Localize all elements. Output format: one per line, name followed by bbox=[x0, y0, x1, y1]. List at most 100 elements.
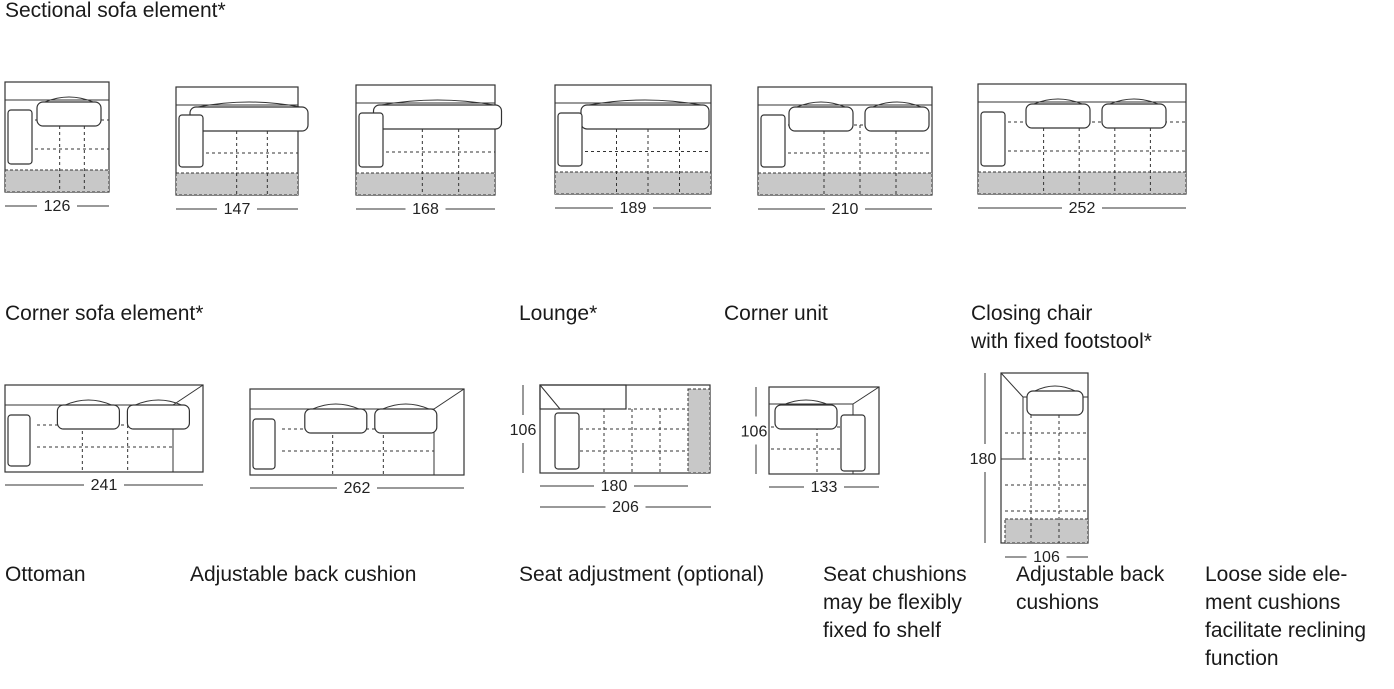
back-cushion bbox=[1101, 103, 1167, 129]
dimension-sectional: 126 bbox=[5, 198, 109, 215]
back-cushion-crease bbox=[65, 399, 112, 406]
dimension-closing-chair-width: 106 bbox=[1005, 549, 1088, 566]
dimension-label: 210 bbox=[832, 201, 859, 218]
back-cushion-crease bbox=[1034, 385, 1076, 392]
back-cushion bbox=[580, 104, 710, 130]
caption-adjustable-back-cushion: Adjustable back cushion bbox=[190, 563, 417, 586]
dimension-lounge-width: 180 bbox=[540, 478, 688, 495]
dimension-label: 147 bbox=[224, 201, 251, 218]
back-cushion-crease bbox=[796, 101, 846, 108]
back-cushion-crease bbox=[312, 403, 359, 410]
heading-corner-sofa: Corner sofa element* bbox=[5, 302, 204, 325]
caption-ottoman: Ottoman bbox=[5, 563, 86, 586]
dimension-label: 180 bbox=[601, 478, 628, 495]
dimension-label: 106 bbox=[1033, 549, 1060, 566]
back-cushion bbox=[1025, 103, 1091, 129]
heading-lounge: Lounge* bbox=[519, 302, 598, 325]
sectional-sofa-plan bbox=[977, 83, 1187, 195]
dimension-corner-unit-depth: 106 bbox=[741, 387, 767, 474]
ottoman-strip bbox=[1004, 518, 1089, 544]
dimension-sectional: 168 bbox=[356, 201, 495, 218]
dimension-label: 126 bbox=[44, 198, 71, 215]
back-cushion bbox=[189, 106, 309, 132]
outline-line bbox=[539, 384, 561, 410]
back-cushion-crease bbox=[382, 403, 429, 410]
dimension-label: 252 bbox=[1069, 200, 1096, 217]
sectional-sofa-plan bbox=[757, 86, 933, 196]
back-cushion-crease bbox=[135, 399, 182, 406]
backrest bbox=[539, 384, 627, 410]
dimension-label: 206 bbox=[612, 499, 639, 516]
dimension-sectional: 252 bbox=[978, 200, 1186, 217]
outline-line bbox=[172, 384, 204, 406]
outline bbox=[249, 388, 465, 476]
dimension-label: 106 bbox=[510, 422, 537, 439]
dimension-lounge-width-total: 206 bbox=[540, 499, 711, 516]
ottoman-strip bbox=[977, 171, 1187, 195]
dimension-label: 241 bbox=[91, 477, 118, 494]
ottoman-strip bbox=[757, 172, 933, 196]
dimension-sectional: 147 bbox=[176, 201, 298, 218]
dimension-closing-chair-length: 180 bbox=[970, 373, 997, 543]
sectional-sofa-plan bbox=[4, 81, 110, 193]
outline-line bbox=[433, 388, 465, 410]
side-cushion bbox=[358, 112, 384, 168]
dimension-sectional: 210 bbox=[758, 201, 932, 218]
dimension-lounge-depth: 106 bbox=[510, 385, 537, 473]
caption-adjustable-back-cushions: Adjustable back cushions bbox=[1016, 563, 1165, 614]
back-cushion-crease bbox=[1033, 98, 1083, 105]
side-cushion bbox=[252, 418, 276, 470]
side-cushion bbox=[840, 414, 866, 472]
ottoman-strip bbox=[554, 171, 712, 195]
back-cushion-crease bbox=[197, 101, 301, 108]
dimension-label: 189 bbox=[620, 200, 647, 217]
back-cushion bbox=[304, 408, 368, 434]
back-cushion bbox=[774, 404, 838, 430]
dimension-sectional: 189 bbox=[555, 200, 711, 217]
dimension-label: 262 bbox=[344, 480, 371, 497]
sectional-sofa-plan bbox=[554, 84, 712, 195]
corner-unit-plan bbox=[768, 386, 880, 475]
sectional-sofa-plan bbox=[175, 86, 309, 196]
dimension-label: 180 bbox=[970, 451, 997, 468]
corner-sofa-plan bbox=[4, 384, 204, 473]
caption-seat-adjustment: Seat adjustment (optional) bbox=[519, 563, 765, 586]
heading-sectional-sofa: Sectional sofa element* bbox=[5, 0, 226, 22]
ottoman-strip bbox=[355, 172, 496, 196]
side-cushion bbox=[554, 412, 580, 470]
side-cushion bbox=[7, 414, 31, 467]
back-cushion bbox=[864, 106, 930, 132]
outline-line bbox=[852, 386, 880, 405]
outline bbox=[768, 386, 880, 475]
caption-seat-cushions: Seat chushions may be flexibly fixed fo … bbox=[823, 563, 967, 642]
dimension-corner: 241 bbox=[5, 477, 203, 494]
outline bbox=[4, 384, 204, 473]
side-cushion bbox=[7, 109, 33, 165]
outline-line bbox=[1000, 372, 1024, 398]
back-cushion bbox=[1026, 390, 1084, 416]
side-cushion bbox=[760, 114, 786, 168]
sectional-sofa-plan bbox=[355, 84, 503, 196]
side-cushion bbox=[178, 114, 204, 168]
back-cushion-crease bbox=[44, 96, 94, 103]
back-cushion-crease bbox=[782, 399, 830, 406]
back-cushion-crease bbox=[588, 99, 702, 106]
dimension-corner: 262 bbox=[250, 480, 464, 497]
back-cushion bbox=[788, 106, 854, 132]
caption-loose-side-element: Loose side ele- ment cushions facilitate… bbox=[1205, 563, 1367, 670]
back-cushion bbox=[36, 101, 102, 127]
back-cushion-crease bbox=[1109, 98, 1159, 105]
heading-closing-chair: Closing chair with fixed footstool* bbox=[971, 302, 1152, 353]
dimension-label: 133 bbox=[811, 479, 838, 496]
lounge-plan bbox=[539, 384, 711, 474]
corner-sofa-plan bbox=[249, 388, 465, 476]
back-cushion-crease bbox=[872, 101, 922, 108]
back-cushion-crease bbox=[381, 99, 494, 106]
ottoman-strip bbox=[687, 388, 711, 474]
heading-corner-unit: Corner unit bbox=[724, 302, 828, 325]
side-cushion bbox=[980, 111, 1006, 167]
back-cushion bbox=[56, 404, 121, 430]
back-cushion bbox=[374, 408, 438, 434]
dimension-corner-unit-width: 133 bbox=[769, 479, 879, 496]
